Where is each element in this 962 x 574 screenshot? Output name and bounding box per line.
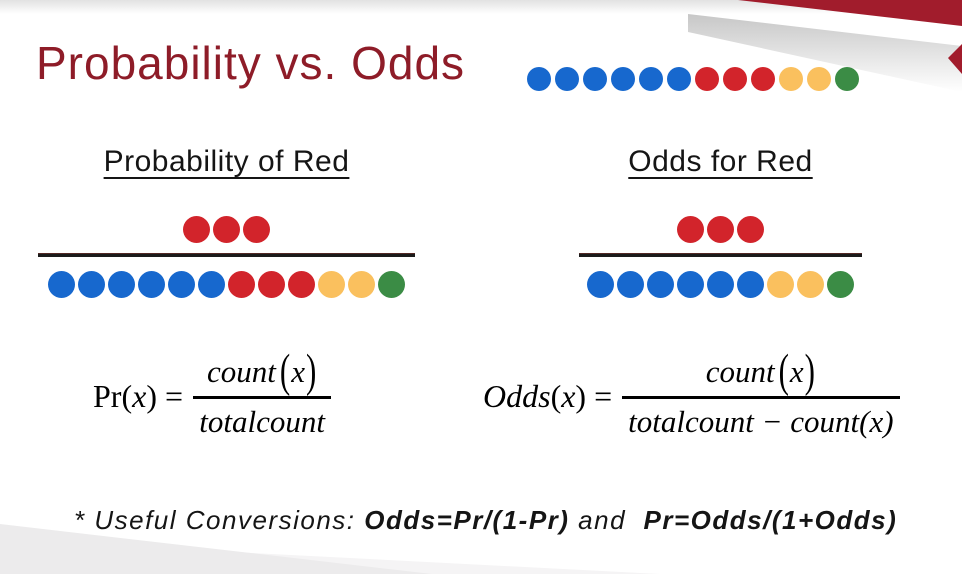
numerator-dot-row	[38, 216, 415, 243]
wedge-light	[0, 540, 660, 574]
numerator-argument: x	[789, 354, 804, 389]
denominator-dot-row	[579, 271, 862, 298]
panel-odds: Odds for Red	[579, 145, 862, 310]
blue-dot	[108, 271, 135, 298]
yellow-dot	[779, 67, 803, 91]
numerator-dot-row	[579, 216, 862, 243]
fraction-bar	[38, 253, 415, 257]
equals-sign: =	[164, 378, 184, 414]
yellow-dot	[348, 271, 375, 298]
green-dot	[378, 271, 405, 298]
fraction-numerator: count(x)	[622, 344, 900, 399]
conversion-formula-odds: Odds=Pr/(1-Pr)	[364, 505, 570, 535]
top-edge-shadow	[0, 0, 962, 14]
red-dot	[228, 271, 255, 298]
argument: x	[561, 378, 576, 414]
blue-dot	[667, 67, 691, 91]
denominator-dot-row	[38, 271, 415, 298]
yellow-dot	[797, 271, 824, 298]
fraction-denominator: totalcount	[199, 404, 326, 439]
yellow-dot	[318, 271, 345, 298]
green-dot	[827, 271, 854, 298]
footnote-prefix: * Useful Conversions:	[74, 505, 365, 535]
blue-dot	[639, 67, 663, 91]
open-paren: (	[121, 378, 133, 414]
fraction-bar	[579, 253, 862, 257]
blue-dot	[198, 271, 225, 298]
tall-close-paren: )	[804, 344, 815, 397]
formula-probability: Pr(x)= count(x) totalcount	[93, 344, 332, 441]
fraction-numerator: count(x)	[193, 344, 332, 399]
blue-dot	[677, 271, 704, 298]
red-dot	[695, 67, 719, 91]
conversion-formula-pr: Pr=Odds/(1+Odds)	[643, 505, 898, 535]
red-dot	[243, 216, 270, 243]
blue-dot	[587, 271, 614, 298]
footnote-connector: and	[569, 505, 644, 535]
open-paren: (	[550, 378, 562, 414]
red-dot	[213, 216, 240, 243]
red-dot	[258, 271, 285, 298]
equals-sign: =	[594, 378, 613, 414]
ribbon-band	[738, 0, 962, 26]
tall-close-paren: )	[305, 344, 317, 397]
ribbon-sliver	[948, 44, 962, 74]
blue-dot	[555, 67, 579, 91]
slide-title: Probability vs. Odds	[36, 37, 466, 89]
yellow-dot	[767, 271, 794, 298]
blue-dot	[138, 271, 165, 298]
tall-open-paren: (	[778, 344, 789, 397]
yellow-dot	[807, 67, 831, 91]
green-dot	[835, 67, 859, 91]
blue-dot	[583, 67, 607, 91]
blue-dot	[78, 271, 105, 298]
blue-dot	[647, 271, 674, 298]
blue-dot	[168, 271, 195, 298]
panel-heading-odds: Odds for Red	[628, 145, 813, 178]
blue-dot	[48, 271, 75, 298]
header-dot-row	[527, 67, 859, 91]
formula-lhs: Pr(x)=	[93, 378, 193, 415]
red-dot	[288, 271, 315, 298]
formula-odds: Odds(x)= count(x) totalcount − count(x)	[483, 344, 900, 441]
blue-dot	[611, 67, 635, 91]
red-dot	[723, 67, 747, 91]
numerator-function: count	[207, 354, 276, 389]
red-dot	[751, 67, 775, 91]
fraction: count(x) totalcount − count(x)	[622, 344, 900, 441]
tall-open-paren: (	[279, 344, 291, 397]
fraction: count(x) totalcount	[193, 344, 332, 441]
formula-lhs: Odds(x)=	[483, 378, 622, 415]
function-name: Pr	[93, 378, 122, 414]
red-dot	[183, 216, 210, 243]
argument: x	[132, 378, 147, 414]
red-dot	[737, 216, 764, 243]
footnote: * Useful Conversions: Odds=Pr/(1-Pr) and…	[74, 505, 897, 536]
red-dot	[707, 216, 734, 243]
red-dot	[677, 216, 704, 243]
panel-probability: Probability of Red	[38, 145, 415, 310]
numerator-function: count	[705, 354, 775, 389]
close-paren: )	[575, 378, 587, 414]
fraction-denominator: totalcount − count(x)	[628, 404, 894, 439]
numerator-argument: x	[291, 354, 305, 389]
close-paren: )	[146, 378, 157, 414]
panel-heading-probability: Probability of Red	[103, 145, 350, 178]
blue-dot	[737, 271, 764, 298]
function-name: Odds	[483, 378, 551, 414]
blue-dot	[707, 271, 734, 298]
blue-dot	[617, 271, 644, 298]
blue-dot	[527, 67, 551, 91]
